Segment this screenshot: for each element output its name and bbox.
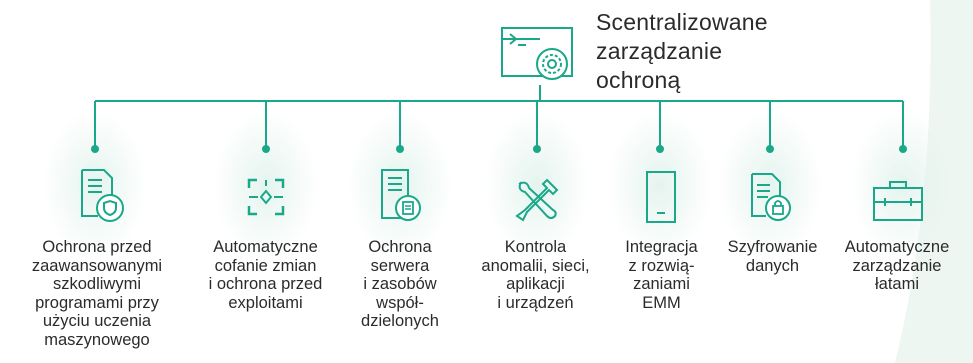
feature-label-rollback: Automatyczne cofanie zmian i ochrona prz… [208, 238, 323, 312]
mobile-device-icon [646, 171, 676, 223]
feature-label-emm: Integracja z rozwią- zaniami EMM [625, 238, 698, 312]
central-title: Scentralizowane zarządzanie ochroną [596, 9, 768, 93]
feature-label-ml-protection: Ochrona przed zaawansowanymi szkodliwymi… [31, 238, 163, 349]
server-icon [381, 169, 421, 221]
feature-connector-dot [656, 145, 664, 153]
feature-connector-dot [766, 145, 774, 153]
rollback-frame-icon [247, 178, 285, 216]
feature-glow [851, 110, 955, 260]
toolbox-icon [873, 181, 923, 221]
feature-label-control: Kontrola anomalii, sieci, aplikacji i ur… [481, 238, 590, 312]
document-shield-icon [81, 169, 124, 222]
feature-connector-dot [899, 145, 907, 153]
feature-connector-dot [533, 145, 541, 153]
feature-label-server: Ochrona serwera i zasobów współ- dzielon… [361, 238, 439, 330]
encrypted-document-icon [751, 173, 791, 221]
feature-glow [485, 110, 589, 260]
feature-connector-dot [262, 145, 270, 153]
feature-connector-dot [91, 145, 99, 153]
feature-glow [608, 110, 712, 260]
wrench-screwdriver-icon [515, 178, 559, 222]
feature-connector-dot [396, 145, 404, 153]
feature-label-encryption: Szyfrowanie danych [727, 238, 818, 275]
management-console-gear-icon [501, 27, 573, 80]
feature-label-patching: Automatyczne zarządzanie łatami [844, 238, 950, 293]
